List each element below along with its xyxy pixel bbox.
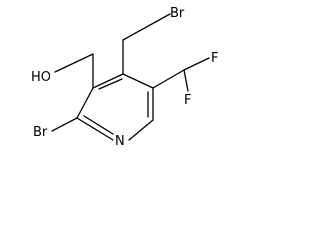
pyridine-ring	[76, 73, 154, 141]
br-top-label: Br	[170, 6, 185, 21]
substituent-bonds	[51, 13, 210, 132]
br-bottom-label: Br	[33, 125, 48, 140]
bond-n-c2	[76, 117, 114, 141]
bond-n-c2-inner	[83, 115, 114, 135]
bond-c5-chf2	[152, 69, 185, 89]
bond-chf2-f-right	[183, 57, 210, 71]
bond-ch2-oh	[54, 53, 94, 73]
bond-ch2-br-top	[122, 13, 171, 41]
f-bottom-label: F	[184, 93, 191, 108]
atom-labels: Br F F HO N Br	[31, 6, 218, 149]
bond-chf2-f-bottom	[183, 69, 189, 92]
bond-c6-n	[128, 119, 154, 141]
molecule-structure: Br F F HO N Br	[31, 6, 218, 149]
f-right-label: F	[211, 51, 218, 66]
bond-c2-br	[51, 117, 78, 132]
bond-c2-c3	[76, 87, 94, 119]
bond-c3-c4-inner	[98, 78, 123, 90]
hydroxyl-label: HO	[31, 70, 51, 85]
bond-c4-c5	[122, 73, 154, 89]
bond-c3-c4	[92, 73, 124, 89]
ring-nitrogen-label: N	[115, 134, 125, 149]
